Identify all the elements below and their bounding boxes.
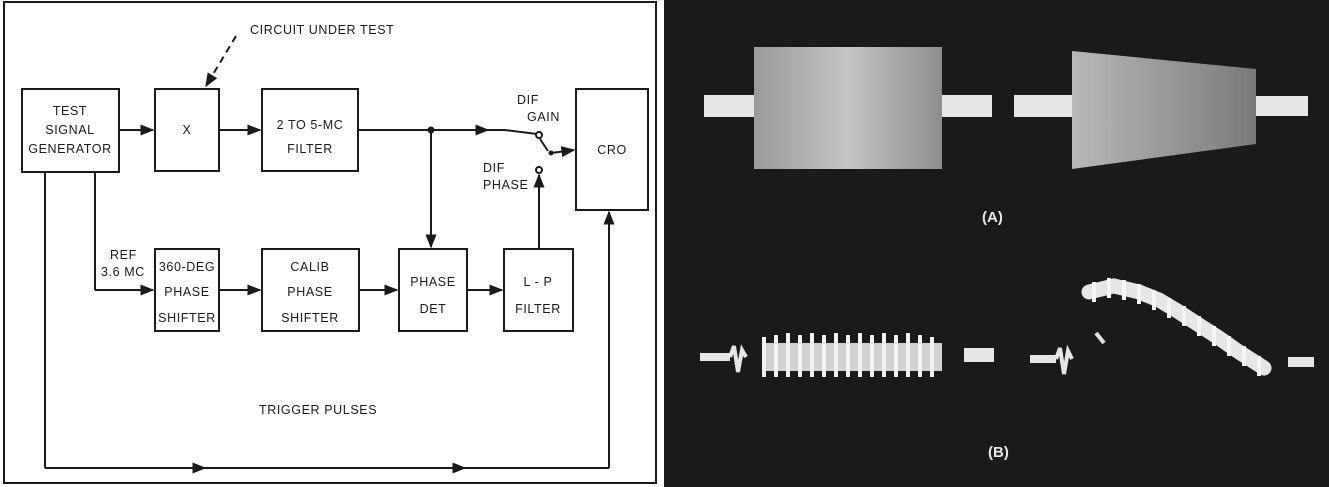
- callout-label: CIRCUIT UNDER TEST: [250, 23, 394, 37]
- svg-text:REF: REF: [110, 248, 137, 262]
- block-phase-det: PHASE DET: [399, 249, 467, 331]
- svg-text:SHIFTER: SHIFTER: [281, 311, 339, 325]
- svg-text:DET: DET: [420, 302, 447, 316]
- oscilloscope-photo: (A) (B): [664, 0, 1329, 487]
- block-test-signal-generator: TEST SIGNAL GENERATOR: [22, 89, 119, 172]
- label-a: (A): [982, 209, 1003, 226]
- label-ref-3-6-mc: REF 3.6 MC: [101, 248, 145, 279]
- svg-text:360-DEG: 360-DEG: [159, 260, 215, 274]
- svg-text:L - P: L - P: [524, 275, 553, 289]
- block-bandpass-filter: 2 TO 5-MC FILTER: [262, 89, 358, 171]
- svg-text:PHASE: PHASE: [164, 285, 209, 299]
- svg-text:PHASE: PHASE: [287, 285, 332, 299]
- svg-text:GAIN: GAIN: [527, 110, 560, 124]
- label-trigger-pulses: TRIGGER PULSES: [259, 403, 377, 417]
- block-diagram: CIRCUIT UNDER TEST TEST SIGNAL GENERATOR…: [0, 0, 660, 487]
- svg-text:PHASE: PHASE: [483, 178, 528, 192]
- svg-text:TEST: TEST: [53, 104, 87, 118]
- block-360-phase-shifter: 360-DEG PHASE SHIFTER: [155, 249, 219, 331]
- block-cro: CRO: [576, 89, 648, 210]
- svg-text:DIF: DIF: [517, 93, 539, 107]
- svg-text:2 TO 5-MC: 2 TO 5-MC: [277, 118, 344, 132]
- callout-leader: [206, 36, 236, 86]
- svg-text:GENERATOR: GENERATOR: [28, 142, 111, 156]
- label-b: (B): [988, 444, 1009, 461]
- label-dif-phase: DIF PHASE: [483, 161, 528, 192]
- label-dif-gain: DIF GAIN: [517, 93, 560, 124]
- svg-text:3.6 MC: 3.6 MC: [101, 265, 145, 279]
- block-lowpass-filter: L - P FILTER: [504, 249, 573, 331]
- svg-text:SIGNAL: SIGNAL: [45, 123, 94, 137]
- block-circuit-x: X: [155, 89, 219, 171]
- block-calib-phase-shifter: CALIB PHASE SHIFTER: [262, 249, 359, 331]
- svg-text:FILTER: FILTER: [515, 302, 561, 316]
- svg-text:FILTER: FILTER: [287, 142, 333, 156]
- svg-text:PHASE: PHASE: [410, 275, 455, 289]
- svg-text:DIF: DIF: [483, 161, 505, 175]
- svg-text:X: X: [183, 123, 192, 137]
- svg-text:CALIB: CALIB: [290, 260, 329, 274]
- svg-text:SHIFTER: SHIFTER: [158, 311, 216, 325]
- svg-text:CRO: CRO: [597, 143, 627, 157]
